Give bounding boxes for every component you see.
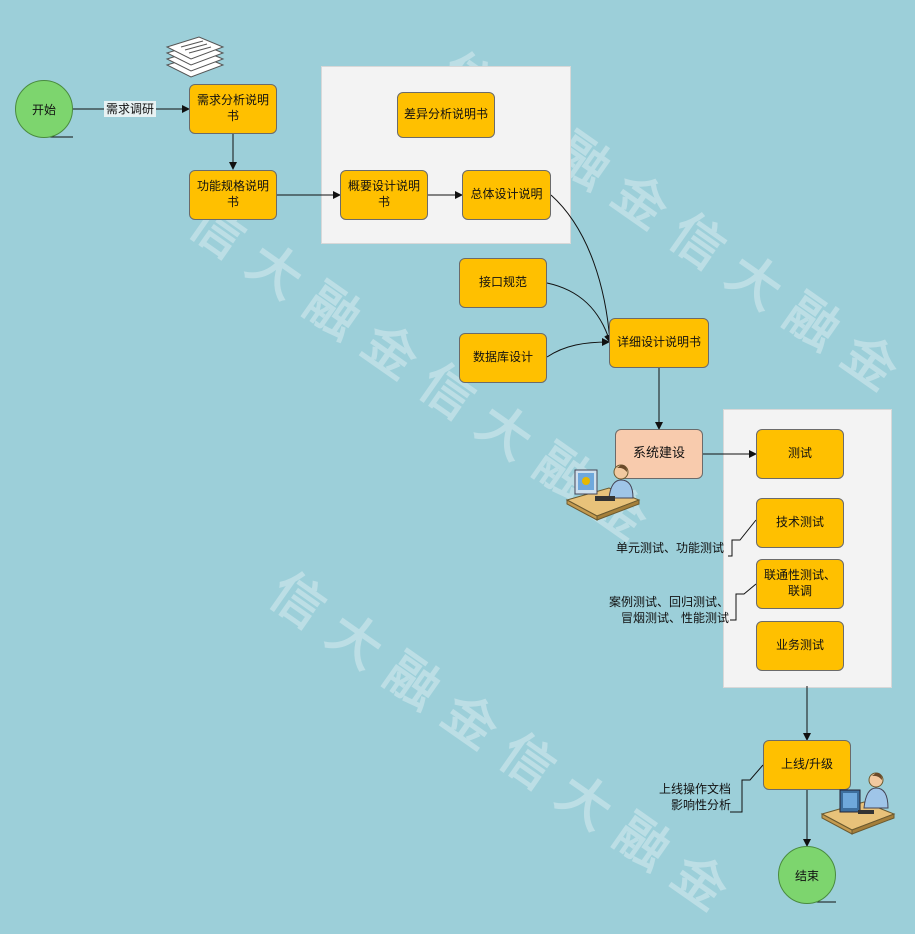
- start-node: 开始: [15, 80, 73, 138]
- bracket-tech: [728, 519, 757, 557]
- bracket-integration: [730, 583, 757, 621]
- release-box: 上线/升级: [763, 740, 851, 790]
- release-note: 上线操作文档 影响性分析: [659, 782, 732, 813]
- integration-test-box: 联通性测试、联调: [756, 559, 844, 609]
- integration-test-note: 案例测试、回归测试、 冒烟测试、性能测试: [609, 595, 730, 626]
- bracket-release: [730, 764, 764, 813]
- tech-test-note: 单元测试、功能测试: [616, 541, 725, 555]
- edge-interface-detail: [546, 282, 612, 343]
- developer-workstation-icon: [565, 464, 641, 521]
- document-stack-icon: [165, 36, 225, 78]
- test-box: 测试: [756, 429, 844, 479]
- detail-design-box: 详细设计说明书: [609, 318, 709, 368]
- interface-spec-box: 接口规范: [459, 258, 547, 308]
- business-test-box: 业务测试: [756, 621, 844, 671]
- edge-db-detail: [546, 338, 610, 358]
- system-build-box: 系统建设: [615, 429, 703, 479]
- requirement-spec-box: 需求分析说明书: [189, 84, 277, 134]
- operator-workstation-icon: [820, 772, 896, 835]
- function-spec-box: 功能规格说明书: [189, 170, 277, 220]
- diff-spec-box: 差异分析说明书: [397, 92, 495, 138]
- database-design-box: 数据库设计: [459, 333, 547, 383]
- overall-design-box: 总体设计说明: [462, 170, 551, 220]
- edge-overall-detail: [550, 194, 614, 343]
- end-node: 结束: [778, 846, 836, 904]
- outline-design-box: 概要设计说明书: [340, 170, 428, 220]
- edge-label-requirement-research: 需求调研: [104, 101, 157, 118]
- tech-test-box: 技术测试: [756, 498, 844, 548]
